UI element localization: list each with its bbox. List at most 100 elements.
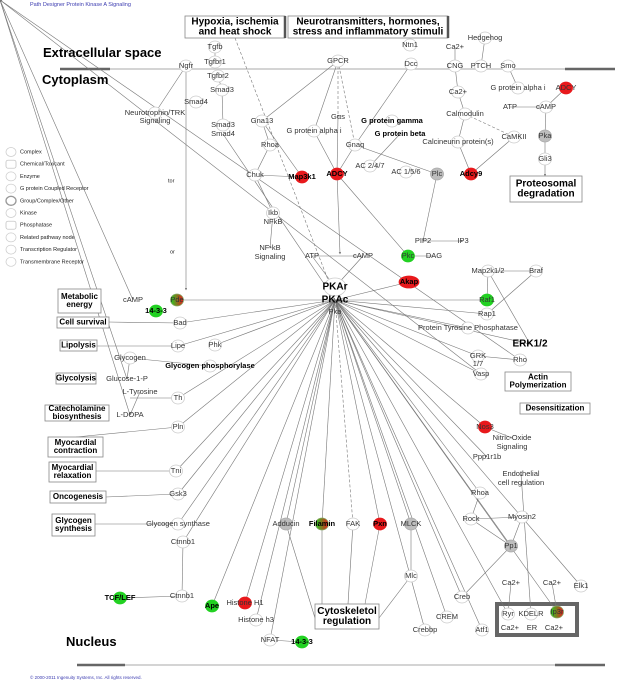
- node-g1p[interactable]: Glucose-1-P: [106, 374, 148, 383]
- node-ca5[interactable]: Ca2+: [501, 623, 520, 632]
- node-ikb[interactable]: Ikb: [266, 206, 280, 220]
- node-ngfr[interactable]: Ngfr: [179, 59, 194, 73]
- node-trk[interactable]: Neurotrophin/TRK: [125, 106, 185, 120]
- node-glysyn[interactable]: Glycogen synthase: [146, 517, 210, 531]
- node-smad4a[interactable]: Smad4: [184, 95, 208, 109]
- node-nos2[interactable]: Signaling: [497, 442, 528, 451]
- node-crebbp[interactable]: Crebbp: [413, 623, 438, 637]
- node-nfkb[interactable]: NFkB: [264, 217, 283, 226]
- node-histh3[interactable]: Histone h3: [238, 613, 274, 627]
- box-neuro[interactable]: Neurotransmitters, hormones,stress and i…: [287, 15, 450, 39]
- node-crem[interactable]: CREM: [436, 610, 458, 624]
- node-gli3[interactable]: Gli3: [538, 152, 552, 166]
- node-ryr[interactable]: Ryr: [501, 607, 515, 621]
- node-smo[interactable]: Smo: [500, 59, 516, 73]
- node-gai1[interactable]: G protein alpha i: [286, 124, 342, 138]
- node-nos[interactable]: Nitric Oxide: [493, 433, 532, 442]
- node-plc[interactable]: Plc: [430, 167, 444, 181]
- node-vasp[interactable]: Vasp: [473, 367, 490, 381]
- node-endo[interactable]: Endothelial: [502, 469, 539, 478]
- box-onco[interactable]: Oncogenesis: [49, 490, 107, 504]
- node-tcf[interactable]: TCF/LEF: [105, 591, 136, 605]
- node-gai2[interactable]: G protein alpha i: [490, 81, 546, 95]
- node-rhoa1[interactable]: Rhoa: [261, 138, 280, 152]
- node-adcy9[interactable]: Adcy9: [460, 167, 483, 181]
- node-atp2[interactable]: ATP: [503, 102, 517, 111]
- node-ctnnb1b[interactable]: Ctnnb1: [170, 589, 194, 603]
- node-kdelr[interactable]: KDELR: [518, 607, 544, 621]
- node-smad4b[interactable]: Smad4: [211, 129, 235, 138]
- node-ca4[interactable]: Ca2+: [543, 578, 562, 587]
- node-calmod[interactable]: Calmodulin: [446, 107, 484, 121]
- node-pkc[interactable]: Pkc: [401, 249, 415, 263]
- node-gbeta[interactable]: G protein beta: [375, 129, 427, 138]
- node-th[interactable]: Th: [171, 391, 185, 405]
- node-smad3a[interactable]: Smad3: [210, 83, 234, 97]
- node-gpcr[interactable]: GPCR: [327, 54, 349, 68]
- node-ip3[interactable]: IP3: [457, 236, 468, 245]
- node-atp1[interactable]: ATP: [305, 251, 319, 260]
- node-rap1[interactable]: Rap1: [478, 307, 496, 321]
- node-braf[interactable]: Braf: [529, 264, 544, 278]
- node-ac247[interactable]: AC 2/4/7: [355, 159, 385, 173]
- box-cellsurv[interactable]: Cell survival: [56, 316, 110, 329]
- node-glycogen[interactable]: Glycogen: [114, 351, 146, 365]
- node-gna13[interactable]: Gna13: [251, 114, 274, 128]
- node-raf1[interactable]: Raf1: [479, 293, 495, 307]
- node-ptch[interactable]: PTCH: [471, 59, 491, 73]
- node-ntn1[interactable]: Ntn1: [402, 38, 418, 52]
- node-camp3[interactable]: cAMP: [123, 295, 143, 304]
- node-dag[interactable]: DAG: [426, 251, 442, 260]
- node-tgfbr1[interactable]: Tgfbr1: [204, 55, 226, 69]
- node-nos3[interactable]: Nos3: [476, 420, 494, 434]
- node-myosin2[interactable]: Myosin2: [508, 510, 536, 524]
- node-atf1[interactable]: Atf1: [475, 623, 489, 637]
- node-ape[interactable]: Ape: [205, 599, 219, 613]
- node-fak[interactable]: FAK: [346, 517, 360, 531]
- node-erk[interactable]: ERK1/2: [512, 339, 547, 350]
- node-camp1[interactable]: cAMP: [353, 251, 373, 260]
- node-camkii[interactable]: CaMKII: [501, 130, 527, 144]
- box-glycolysis[interactable]: Glycolysis: [55, 372, 97, 385]
- node-pip2[interactable]: PIP2: [415, 236, 431, 245]
- node-pxn[interactable]: Pxn: [373, 517, 387, 531]
- node-ca1[interactable]: Ca2+: [446, 42, 465, 51]
- node-ptp[interactable]: Protein Tyrosine Phosphatase: [418, 321, 518, 335]
- node-mlc[interactable]: Mlc: [404, 569, 418, 583]
- node-p1433b[interactable]: 14-3-3: [291, 635, 313, 649]
- node-grk2[interactable]: 1/7: [473, 359, 483, 368]
- node-smad3b[interactable]: Smad3: [211, 118, 235, 132]
- node-pp1[interactable]: Pp1: [504, 539, 518, 553]
- node-p1433a[interactable]: 14-3-3: [145, 304, 167, 318]
- node-rhoa2[interactable]: Rhoa: [471, 486, 490, 500]
- node-pka1[interactable]: Pka: [329, 307, 343, 316]
- node-histh1[interactable]: Histone H1: [226, 596, 264, 610]
- node-mlck[interactable]: MLCK: [401, 517, 422, 531]
- node-ac156[interactable]: AC 1/5/6: [391, 165, 421, 179]
- node-ctnnb1a[interactable]: Ctnnb1: [171, 535, 195, 549]
- node-pln[interactable]: Pln: [171, 420, 185, 434]
- node-ggamma[interactable]: G protein gamma: [361, 114, 424, 128]
- node-tgfbr2[interactable]: Tgfbr2: [207, 69, 229, 83]
- node-ca3[interactable]: Ca2+: [502, 578, 521, 587]
- box-desens[interactable]: Desensitization: [519, 402, 591, 415]
- node-akap[interactable]: Akap: [398, 275, 420, 289]
- node-tni[interactable]: Tni: [169, 464, 183, 478]
- node-adcy1[interactable]: ADCY: [326, 167, 348, 181]
- node-rho[interactable]: Rho: [513, 353, 527, 367]
- node-lipe[interactable]: Lipe: [171, 339, 185, 353]
- node-cng[interactable]: CNG: [447, 59, 464, 73]
- node-ca6[interactable]: Ca2+: [545, 623, 564, 632]
- node-map3k1[interactable]: Map3k1: [288, 170, 316, 184]
- node-pkac[interactable]: PKAc: [322, 295, 349, 306]
- node-er[interactable]: ER: [527, 623, 538, 632]
